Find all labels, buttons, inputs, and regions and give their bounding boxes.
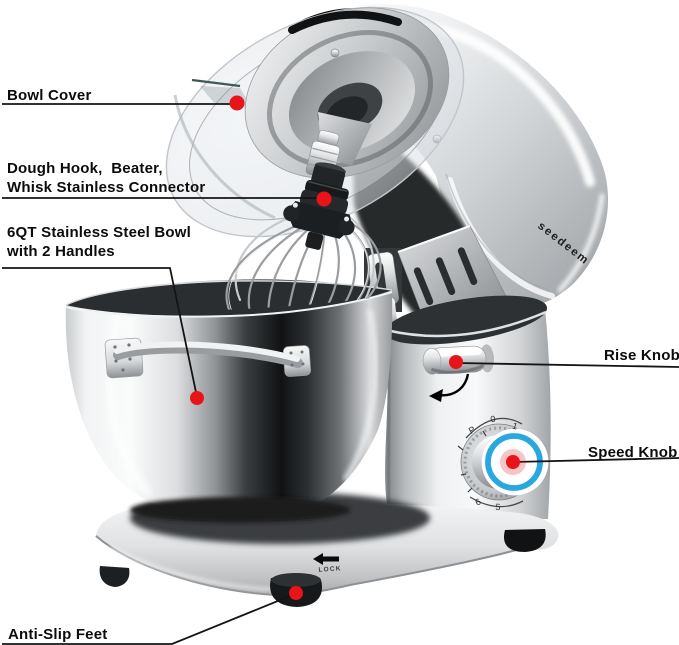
label-rise-knob: Rise Knob: [604, 347, 679, 364]
dot-connector: [316, 191, 332, 207]
dial-mark-p: P: [467, 424, 477, 436]
cover-glass-edge: [191, 78, 241, 88]
bowl-handle-left: [104, 337, 312, 379]
lock-marking: LOCK: [313, 553, 342, 574]
foot-right: [503, 529, 546, 552]
lock-label: LOCK: [318, 565, 342, 574]
dial-mark-6: 6: [474, 496, 483, 507]
label-attachments-line1: Dough Hook, Beater,: [7, 160, 163, 177]
label-bowl-line2: with 2 Handles: [7, 243, 115, 260]
disc-screw: [330, 48, 340, 58]
label-bowl-line1: 6QT Stainless Steel Bowl: [7, 224, 192, 241]
dot-bowl-cover: [229, 95, 245, 111]
foot-left: [99, 566, 130, 587]
leader-rise-knob: [456, 362, 679, 368]
label-bowl-cover: Bowl Cover: [7, 87, 92, 104]
label-speed-knob: Speed Knob: [588, 444, 678, 461]
label-anti-slip-feet: Anti-Slip Feet: [8, 626, 108, 643]
rise-knob-rotation-arrow: [429, 373, 470, 402]
rise-knob: [422, 344, 494, 375]
dial-mark-0: 0: [490, 414, 497, 425]
dial-mark-5: 5: [495, 502, 501, 512]
dot-speed-knob: [506, 455, 520, 469]
annotation-dots: [190, 95, 526, 600]
speed-knob: P 0 1 6 5: [457, 414, 549, 512]
leader-feet: [2, 593, 296, 645]
label-attachments-line2: Whisk Stainless Connector: [7, 179, 206, 196]
dot-bowl: [190, 391, 204, 405]
dot-rise-knob: [449, 355, 463, 369]
lock-arrow-icon: [313, 553, 339, 565]
mixing-bowl: [65, 279, 393, 523]
dial-mark-1: 1: [511, 420, 519, 431]
leader-bowl: [2, 267, 198, 398]
leader-speed-knob: [513, 457, 679, 463]
dot-feet: [289, 586, 303, 600]
